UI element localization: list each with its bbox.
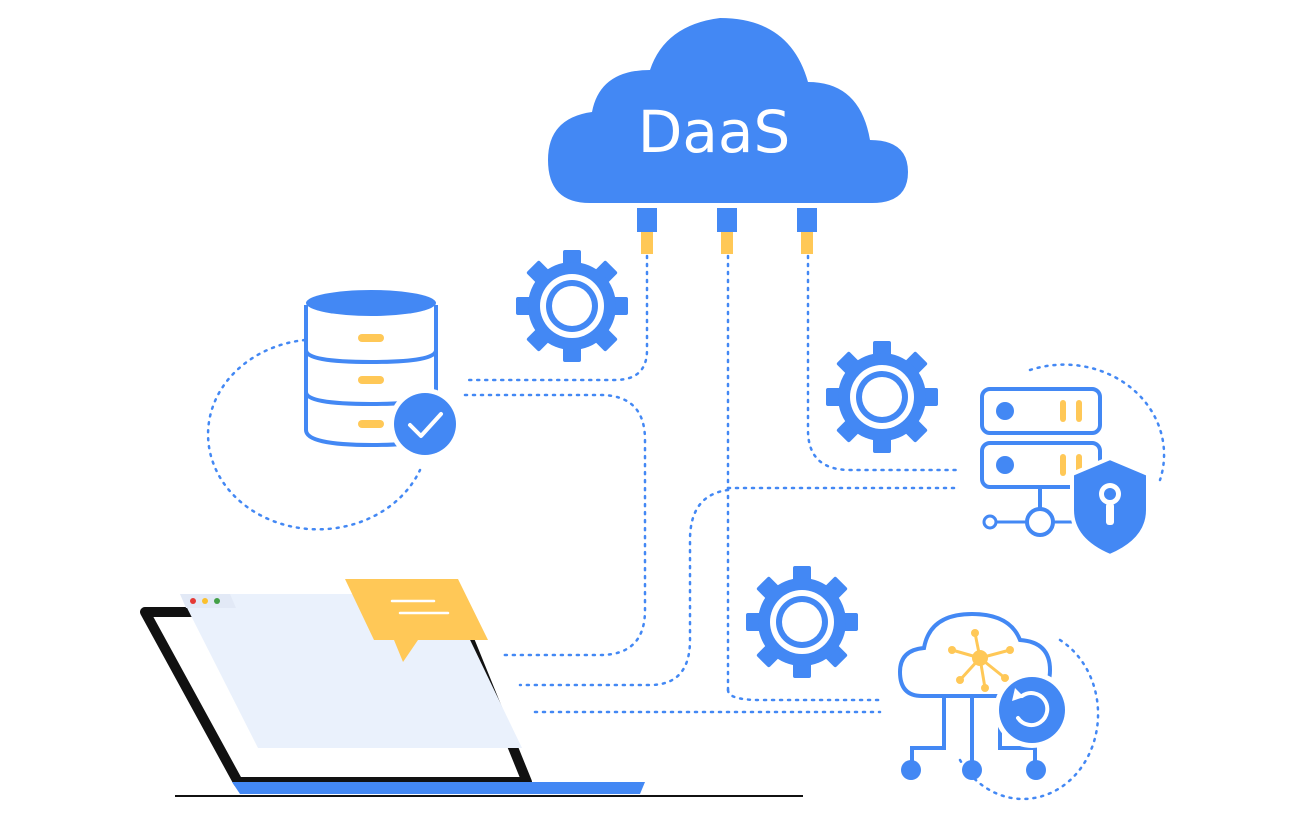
window-close-dot (190, 598, 196, 604)
cloud-plug-left (637, 208, 657, 254)
shield-keyhole-icon (1070, 455, 1150, 559)
database-orbit (206, 338, 422, 531)
connector-cloud-to-database (463, 254, 649, 382)
window-maximize-dot (214, 598, 220, 604)
cloud-network-icon (897, 611, 1053, 780)
database-icon (304, 290, 438, 448)
connector-cloud-to-server (806, 254, 962, 472)
connector-trunk-to-network-cloud (726, 688, 882, 702)
cloud-plug-right (797, 208, 817, 254)
chat-bubble-icon (345, 579, 488, 662)
connector-trunk-to-laptop (518, 488, 730, 687)
window-minimize-dot (202, 598, 208, 604)
cloud-icon: DaaS (548, 18, 908, 254)
server-orbit (1028, 363, 1166, 482)
cloud-plug-middle (717, 208, 737, 254)
cloud-label: DaaS (638, 98, 791, 166)
gear-icon (746, 566, 858, 678)
gear-icon (826, 341, 938, 453)
connector-lines (206, 254, 1166, 801)
checkmark-badge-icon (389, 388, 461, 460)
gear-icon (516, 250, 628, 362)
connector-database-to-laptop (463, 393, 647, 657)
sync-icon (994, 672, 1070, 748)
